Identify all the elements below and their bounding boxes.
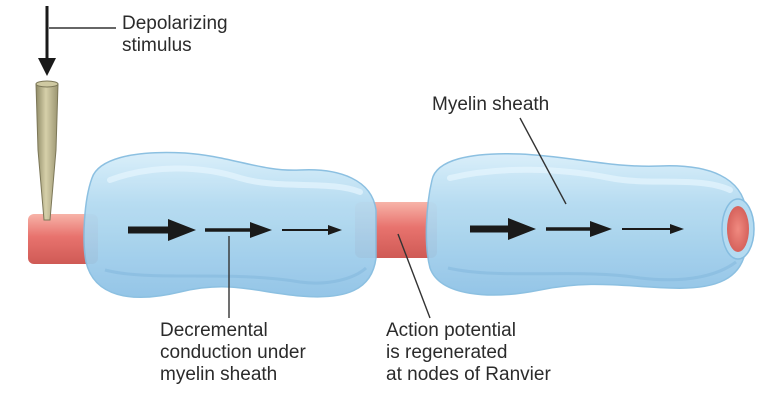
label-depolarizing-stimulus: Depolarizing stimulus (122, 13, 228, 57)
label-decremental-conduction: Decremental conduction under myelin shea… (160, 320, 306, 386)
electrode-shaft (36, 84, 58, 220)
myelin-segment-1 (84, 152, 376, 297)
label-myelin-sheath: Myelin sheath (432, 94, 549, 116)
label-action-potential-regenerated: Action potential is regenerated at nodes… (386, 320, 551, 386)
electrode (36, 81, 58, 220)
stimulus-arrow (38, 6, 56, 76)
